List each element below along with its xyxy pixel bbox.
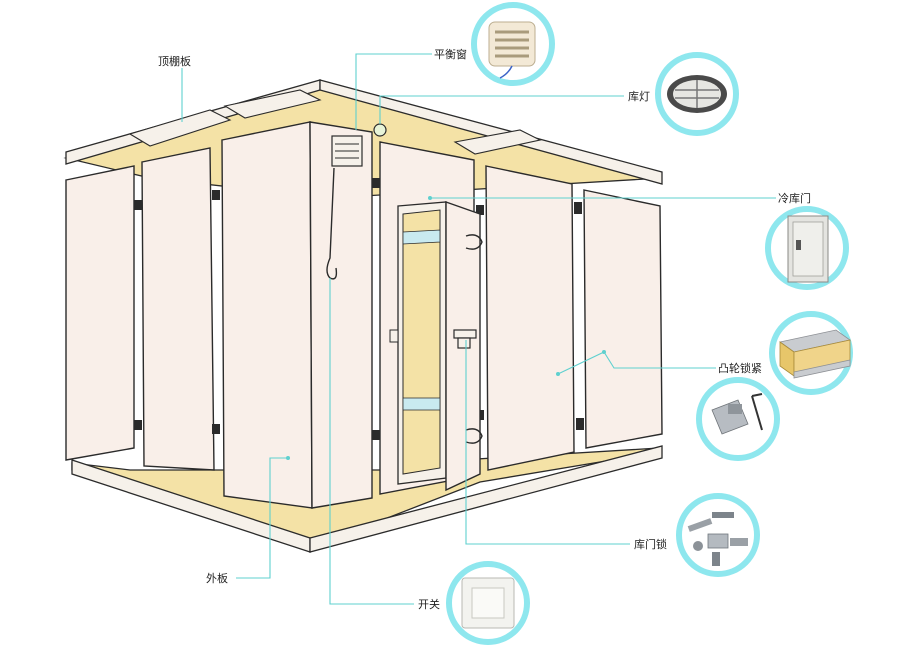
interior-bottom-band [402,397,441,411]
label-balance-window: 平衡窗 [434,47,467,61]
roof-side-edge [319,79,663,185]
label-cold-door: 冷库门 [778,191,811,205]
cold-door-icon [765,206,849,290]
leader-cam-lock [557,351,716,375]
floor-side-edge [309,445,663,553]
label-lamp: 库灯 [628,90,650,103]
labels: 顶棚板 平衡窗 库灯 冷库门 凸轮锁紧 库门锁 外板 开关 [158,47,811,611]
outer-panel-5 [485,165,575,471]
leader-lamp [379,95,624,124]
door-lock-icon [676,493,760,577]
leader-door-lock [465,340,630,545]
label-top-panel: 顶棚板 [158,54,191,68]
door-interior [402,209,441,475]
bulkhead-lamp-icon [655,52,739,136]
leader-dots [286,196,606,460]
roof-seam-1 [128,109,232,147]
leader-switch [329,278,414,605]
label-switch: 开关 [418,597,440,611]
outer-panel-6 [583,189,663,449]
sandwich-panel-icon [769,311,853,395]
outer-panel-2 [141,147,215,471]
label-door-lock: 库门锁 [634,537,667,551]
leader-outer-panel [236,457,288,579]
interior-handle [389,329,399,343]
outer-panel-3 [221,121,313,509]
door-hinge-top [465,234,483,250]
ceiling-lamp [373,123,387,137]
switch-cable [326,167,338,280]
cam-lock-icon [696,377,780,461]
label-cam-lock: 凸轮锁紧 [718,361,762,375]
wall-switch-icon [446,561,530,645]
fixtures [326,123,387,280]
leader-balance-window [355,53,432,130]
leader-lines [181,53,776,605]
label-outer-panel: 外板 [206,571,228,585]
door-hinge-bottom [465,428,483,444]
thumbnails [446,2,853,645]
roof-seam-3 [453,129,542,155]
door-opening [389,201,483,492]
vent-grille-icon [471,2,555,86]
door-lock-handle [453,329,477,339]
door-lock-plate [457,337,471,349]
outer-panel-4 [309,121,373,509]
interior-top-band [402,229,441,245]
roof-seam-2 [223,89,322,119]
outer-panel-1 [65,165,135,461]
